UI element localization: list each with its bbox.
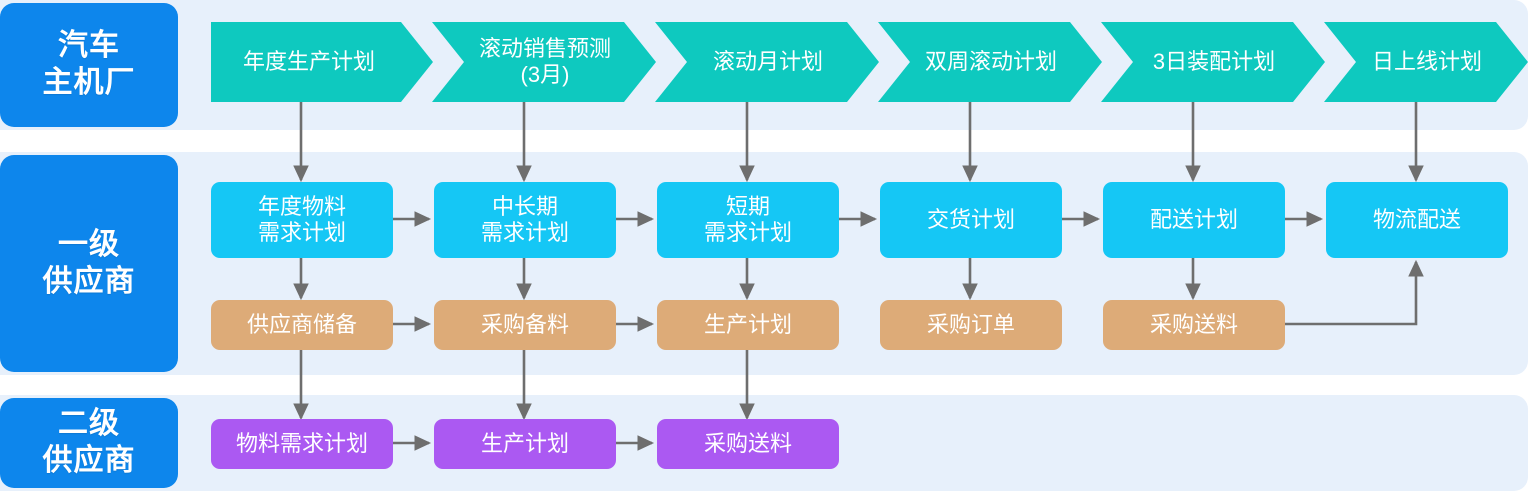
role-label-oem: 汽车 主机厂 — [0, 3, 178, 127]
oem-stage-three-day-assembly-plan[interactable]: 3日装配计划 — [1101, 22, 1325, 102]
oem-stage-rolling-sales-forecast[interactable]: 滚动销售预测 (3月) — [432, 22, 656, 102]
tier1-node-midlong-term-requirement-plan[interactable]: 中长期 需求计划 — [434, 182, 616, 258]
oem-stage-annual-production-plan[interactable]: 年度生产计划 — [211, 22, 433, 102]
tier1-node-distribution-plan[interactable]: 配送计划 — [1103, 182, 1285, 258]
role-label-tier2-line2: 供应商 — [42, 444, 136, 477]
role-label-tier1: 一级 供应商 — [0, 155, 178, 372]
role-label-oem-line1: 汽车 — [58, 29, 120, 63]
role-label-tier2: 二级 供应商 — [0, 398, 178, 488]
tier1-node-delivery-plan[interactable]: 交货计划 — [880, 182, 1062, 258]
tier1-node-procurement-preparation[interactable]: 采购备料 — [434, 300, 616, 350]
role-label-tier1-line1: 一级 — [58, 227, 120, 261]
tier2-node-material-requirement-plan[interactable]: 物料需求计划 — [211, 419, 393, 469]
tier1-node-supplier-reserve[interactable]: 供应商储备 — [211, 300, 393, 350]
oem-stage-rolling-monthly-plan[interactable]: 滚动月计划 — [655, 22, 879, 102]
role-label-tier1-line2: 供应商 — [42, 264, 136, 298]
role-label-tier2-line1: 二级 — [58, 407, 120, 441]
tier1-node-logistics-delivery[interactable]: 物流配送 — [1326, 182, 1508, 258]
tier1-node-purchase-order[interactable]: 采购订单 — [880, 300, 1062, 350]
tier1-node-short-term-requirement-plan[interactable]: 短期 需求计划 — [657, 182, 839, 258]
tier2-node-production-plan[interactable]: 生产计划 — [434, 419, 616, 469]
oem-stage-daily-line-plan[interactable]: 日上线计划 — [1324, 22, 1528, 102]
tier2-node-material-feeding[interactable]: 采购送料 — [657, 419, 839, 469]
tier1-node-annual-material-requirement-plan[interactable]: 年度物料 需求计划 — [211, 182, 393, 258]
tier1-node-material-feeding[interactable]: 采购送料 — [1103, 300, 1285, 350]
oem-stage-biweekly-rolling-plan[interactable]: 双周滚动计划 — [878, 22, 1102, 102]
role-label-oem-line2: 主机厂 — [42, 66, 136, 99]
tier1-node-production-plan[interactable]: 生产计划 — [657, 300, 839, 350]
